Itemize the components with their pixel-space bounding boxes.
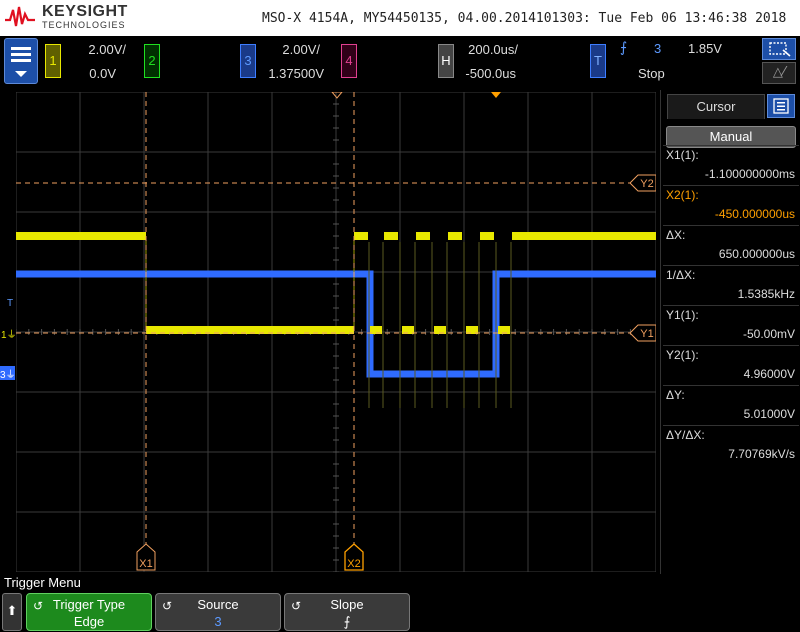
cursor-y1-tag[interactable]: Y1 (629, 324, 656, 342)
channel-3-button[interactable]: 3 (240, 44, 256, 78)
ch1-ground-marker[interactable]: 1⏚ (1, 326, 17, 341)
main-menu-button[interactable] (4, 38, 38, 84)
horizontal-position: -500.0us (465, 66, 516, 81)
cursor-readout-value: 650.000000us (718, 247, 795, 261)
readout-divider (663, 265, 799, 266)
softkey-label: Trigger Type (52, 597, 126, 612)
cursor-readout-label: X2(1): (666, 188, 699, 202)
time-reference-marker (491, 92, 501, 98)
readout-divider (663, 425, 799, 426)
header-bar: KEYSIGHT TECHNOLOGIES MSO-X 4154A, MY544… (0, 0, 800, 36)
readout-divider (663, 345, 799, 346)
cursor-readout-label: ΔY/ΔX: (666, 428, 705, 442)
slope-softkey[interactable]: ↺ Slope ⨍ (284, 593, 410, 631)
readout-divider (663, 225, 799, 226)
waveform-display[interactable]: X1 X2 Y1 Y2 T 1⏚ 3⏚ (0, 90, 660, 574)
list-menu-icon (773, 98, 789, 114)
cursor-panel-title[interactable]: Cursor (667, 94, 765, 119)
brand-name: KEYSIGHT (42, 3, 128, 20)
horizontal-scale: 200.0us/ (468, 42, 518, 57)
source-softkey[interactable]: ↺ Source 3 (155, 593, 281, 631)
readout-divider (663, 385, 799, 386)
cursor-y2-label: Y2 (640, 178, 653, 190)
ch3-marker-label: 3 (0, 370, 6, 381)
menu-icon (11, 47, 31, 77)
cursor-readout-value: -50.00mV (742, 327, 795, 341)
acquisition-state: Stop (638, 66, 665, 81)
readout-divider (663, 185, 799, 186)
rising-edge-icon: ⨍ (620, 40, 628, 56)
menu-title: Trigger Menu (4, 575, 81, 590)
cursor-readout-value: -1.100000000ms (704, 167, 795, 181)
channel-bar: 1 2.00V/ 0.0V 2 3 2.00V/ 1.37500V 4 H 20… (0, 36, 800, 90)
softkey-value: ⨍ (343, 614, 351, 629)
ch1-marker-label: 1 (1, 330, 7, 341)
cursor-readout-value: -450.000000us (714, 207, 795, 221)
cursor-readout-value: 5.01000V (743, 407, 795, 421)
back-up-button[interactable]: ⬆ (2, 593, 22, 631)
cursor-mode-button[interactable]: Manual (666, 126, 796, 148)
graticule[interactable]: X1 X2 Y1 Y2 (16, 92, 656, 572)
ground-icon: ⏚ (6, 330, 17, 341)
cursor-readout-label: Y1(1): (666, 308, 699, 322)
trigger-source: 3 (654, 41, 662, 56)
knob-icon: ↺ (33, 599, 44, 613)
softkey-value: Edge (73, 614, 105, 629)
trigger-level: 1.85V (688, 41, 722, 56)
brand-subtitle: TECHNOLOGIES (42, 20, 126, 30)
trigger-level-marker: T (7, 298, 14, 309)
cursor-x2-tag[interactable]: X2 (344, 543, 364, 571)
cursor-readout-value: 4.96000V (743, 367, 795, 381)
channel-2-button[interactable]: 2 (144, 44, 160, 78)
cursor-y2-tag[interactable]: Y2 (629, 174, 656, 192)
trigger-type-softkey[interactable]: ↺ Trigger Type Edge (26, 593, 152, 631)
cursor-readout-label: ΔY: (666, 388, 685, 402)
cursor-readout-label: 1/ΔX: (666, 268, 696, 282)
cursor-x1-label: X1 (139, 558, 152, 570)
knob-icon: ↺ (291, 599, 302, 613)
delta-measure-icon[interactable]: △⁄ (762, 62, 796, 84)
ch3-scale: 2.00V/ (282, 42, 320, 57)
cursor-y1-label: Y1 (640, 328, 653, 340)
softkey-value: 3 (214, 614, 222, 629)
channel-1-waveform (16, 232, 656, 334)
ch3-ground-marker[interactable]: 3⏚ (0, 366, 16, 381)
readout-divider (663, 305, 799, 306)
panel-menu-button[interactable] (767, 94, 795, 118)
cursor-readout-label: Y2(1): (666, 348, 699, 362)
cursor-readout-label: X1(1): (666, 148, 699, 162)
trigger-position-marker (331, 92, 343, 99)
cursor-x2-label: X2 (347, 558, 360, 570)
knob-icon: ↺ (162, 599, 173, 613)
softkey-label: Slope (330, 597, 364, 612)
softkey-bar: Trigger Menu ⬆ ↺ Trigger Type Edge ↺ Sou… (0, 574, 800, 632)
readout-divider (663, 145, 799, 146)
cursor-readout-label: ΔX: (666, 228, 686, 242)
ground-icon: ⏚ (5, 370, 16, 381)
cursor-readout-value: 7.70769kV/s (728, 447, 795, 461)
instrument-info: MSO-X 4154A, MY54450135, 04.00.201410130… (262, 11, 787, 26)
channel-1-button[interactable]: 1 (45, 44, 61, 78)
waveforms (16, 232, 656, 408)
select-box-icon (769, 42, 791, 57)
horizontal-button[interactable]: H (438, 44, 454, 78)
selection-tool-button[interactable] (762, 38, 796, 60)
cursors (16, 92, 631, 552)
cursor-x1-tag[interactable]: X1 (136, 543, 156, 571)
ch1-scale: 2.00V/ (88, 42, 126, 57)
channel-1-edges (368, 242, 512, 408)
ch3-offset: 1.37500V (268, 66, 324, 81)
cursor-readout-value: 1.5385kHz (737, 287, 795, 301)
channel-3-waveform (16, 270, 656, 378)
ch1-offset: 0.0V (89, 66, 116, 81)
up-arrow-icon: ⬆ (6, 604, 18, 619)
trigger-button[interactable]: T (590, 44, 606, 78)
keysight-logo-icon (5, 6, 35, 27)
softkey-label: Source (197, 597, 239, 612)
channel-4-button[interactable]: 4 (341, 44, 357, 78)
